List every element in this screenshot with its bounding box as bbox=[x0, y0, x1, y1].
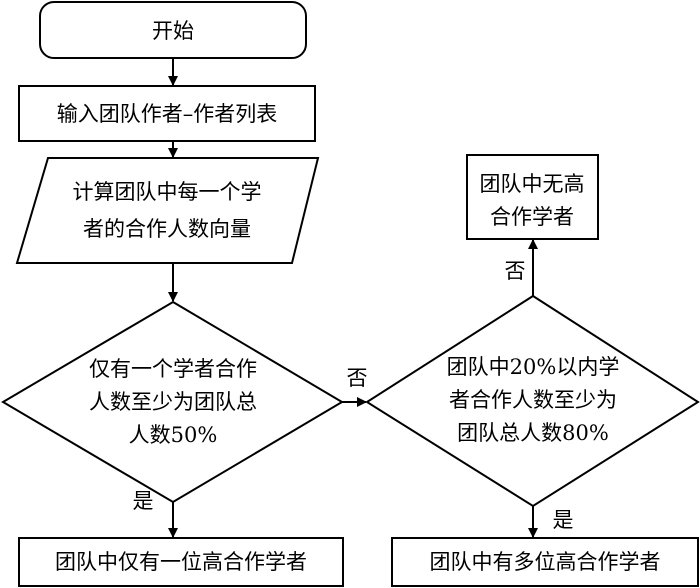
decision2-node: 团队中20%以内学 者合作人数至少为 团队总人数80% bbox=[365, 294, 700, 508]
input-node: 输入团队作者–作者列表 bbox=[18, 85, 316, 142]
start-label: 开始 bbox=[152, 19, 194, 43]
compute-label-line2: 者的合作人数向量 bbox=[83, 217, 251, 241]
decision2-label-line2: 者合作人数至少为 bbox=[449, 388, 617, 412]
result-multi-label: 团队中有多位高合作学者 bbox=[430, 550, 661, 574]
compute-node: 计算团队中每一个学 者的合作人数向量 bbox=[15, 157, 320, 264]
result-single-node: 团队中仅有一位高合作学者 bbox=[18, 537, 344, 587]
edge-label-d2-no: 否 bbox=[505, 259, 526, 283]
decision1-label-line3: 人数50% bbox=[129, 423, 218, 447]
decision2-label-line3: 团队总人数80% bbox=[457, 421, 609, 445]
result-none-label-line1: 团队中无高 bbox=[480, 172, 585, 196]
edge-label-d1-no: 否 bbox=[347, 366, 368, 390]
edge-label-d2-yes: 是 bbox=[553, 508, 574, 532]
start-node: 开始 bbox=[39, 1, 307, 59]
decision1-label-line1: 仅有一个学者合作 bbox=[89, 357, 257, 381]
result-none-label-line2: 合作学者 bbox=[490, 205, 574, 229]
input-label: 输入团队作者–作者列表 bbox=[57, 102, 278, 126]
decision1-label-line2: 人数至少为团队总 bbox=[89, 390, 257, 414]
result-single-label: 团队中仅有一位高合作学者 bbox=[55, 550, 307, 574]
decision2-label-line1: 团队中20%以内学 bbox=[447, 355, 620, 379]
result-multi-node: 团队中有多位高合作学者 bbox=[391, 537, 699, 587]
edge-label-d1-yes: 是 bbox=[133, 489, 154, 513]
decision1-node: 仅有一个学者合作 人数至少为团队总 人数50% bbox=[1, 300, 344, 504]
result-none-node: 团队中无高 合作学者 bbox=[466, 154, 599, 240]
compute-label-line1: 计算团队中每一个学 bbox=[73, 180, 262, 204]
